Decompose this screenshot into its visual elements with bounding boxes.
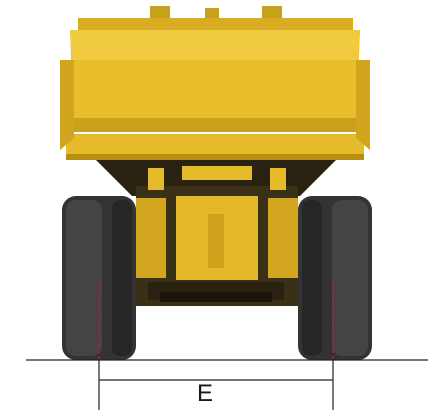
right-tire [298,196,372,360]
dimension-label-e: E [196,380,213,407]
dump-body [60,6,370,160]
rear-axle-frame [96,160,336,306]
left-tire [62,196,136,360]
dimension-e [98,360,334,410]
